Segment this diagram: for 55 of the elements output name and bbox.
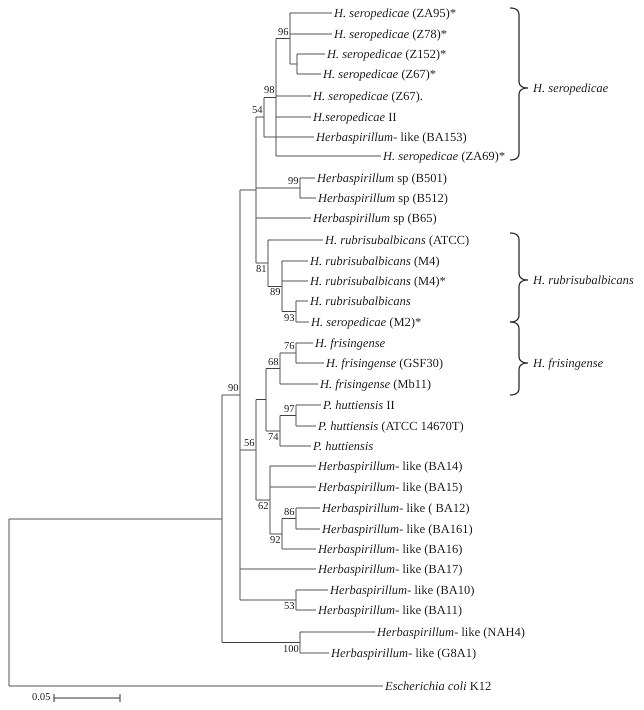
bootstrap-value: 62 bbox=[258, 500, 268, 512]
taxon-label: Herbaspirillum- like (BA16) bbox=[318, 542, 462, 556]
bootstrap-value: 98 bbox=[264, 85, 274, 96]
bootstrap-value: 100 bbox=[283, 644, 299, 654]
taxon-label: H. frisingense (Mb11) bbox=[320, 377, 431, 391]
taxon-label: Herbaspirillum- like ( BA12) bbox=[322, 501, 470, 515]
taxon-label: P. huttiensis bbox=[313, 439, 374, 453]
bootstrap-value: 54 bbox=[252, 105, 262, 116]
clade-label: H. frisingense bbox=[533, 356, 604, 370]
bootstrap-value: 97 bbox=[284, 404, 294, 414]
taxon-label: Herbaspirillum- like (G8A1) bbox=[331, 646, 476, 660]
bootstrap-value: 90 bbox=[228, 383, 238, 394]
taxon-label: Herbaspirillum sp (B65) bbox=[313, 211, 437, 225]
bootstrap-value: 89 bbox=[270, 287, 280, 298]
taxon-label: H. rubrisubalbicans bbox=[310, 294, 411, 308]
taxon-label: Herbaspirillum sp (B501) bbox=[317, 171, 447, 185]
clade-label: H. rubrisubalbicans bbox=[533, 273, 634, 287]
taxon-label: H. rubrisubalbicans (ATCC) bbox=[325, 233, 470, 247]
bootstrap-value: 81 bbox=[256, 264, 266, 276]
bootstrap-value: 86 bbox=[284, 506, 294, 518]
bootstrap-value: 53 bbox=[284, 601, 294, 612]
taxon-label: H. rubrisubalbicans (M4)* bbox=[310, 274, 446, 288]
taxon-label: Herbaspirillum sp (B512) bbox=[318, 191, 448, 205]
taxon-label: H. rubrisubalbicans (M4) bbox=[310, 254, 440, 268]
taxon-label: H. frisingense bbox=[315, 336, 386, 350]
bootstrap-value: 99 bbox=[288, 176, 298, 187]
bootstrap-value: 96 bbox=[278, 26, 288, 38]
taxon-label: H. seropedicae (Z78)* bbox=[334, 27, 448, 41]
taxon-label: Herbaspirillum- like (BA15) bbox=[318, 480, 462, 494]
taxon-label: Herbaspirillum- like (BA10) bbox=[330, 583, 474, 597]
taxon-label: Herbaspirillum- like (BA11) bbox=[318, 603, 462, 617]
bootstrap-value: 56 bbox=[244, 438, 254, 449]
bootstrap-value: 92 bbox=[270, 534, 280, 546]
bootstrap-value: 74 bbox=[268, 432, 278, 443]
taxon-label: Escherichia coli K12 bbox=[385, 679, 492, 693]
taxon-label: Herbaspirillum- like (BA161) bbox=[322, 522, 473, 536]
taxon-label: H. seropedicae (ZA95)* bbox=[334, 6, 456, 20]
taxon-label: P. huttiensis (ATCC 14670T) bbox=[318, 419, 464, 433]
taxon-label: H. seropedicae (ZA69)* bbox=[383, 149, 506, 163]
taxon-label: H.seropedicae II bbox=[313, 110, 397, 124]
taxon-label: H. frisingense (GSF30) bbox=[326, 356, 444, 370]
bootstrap-value: 76 bbox=[284, 341, 294, 352]
clade-label: H. seropedicae bbox=[533, 81, 608, 95]
taxon-label: H. seropedicae (Z67). bbox=[313, 89, 423, 103]
taxon-label: Herbaspirillum- like (BA14) bbox=[318, 459, 462, 473]
bootstrap-value: 93 bbox=[284, 312, 294, 324]
bootstrap-value: 68 bbox=[268, 356, 278, 368]
taxon-label: H. seropedicae (Z67)* bbox=[323, 67, 436, 81]
taxon-label: Herbaspirillum- like (BA153) bbox=[316, 130, 467, 144]
scale-value: 0.05 bbox=[32, 692, 50, 703]
taxon-label: H. seropedicae (M2)* bbox=[311, 315, 422, 329]
taxon-label: Herbaspirillum- like (NAH4) bbox=[377, 625, 525, 639]
taxon-label: H. seropedicae (Z152)* bbox=[327, 47, 446, 61]
taxon-label: P. huttiensis II bbox=[323, 398, 395, 412]
taxon-label: Herbaspirillum- like (BA17) bbox=[318, 562, 462, 576]
